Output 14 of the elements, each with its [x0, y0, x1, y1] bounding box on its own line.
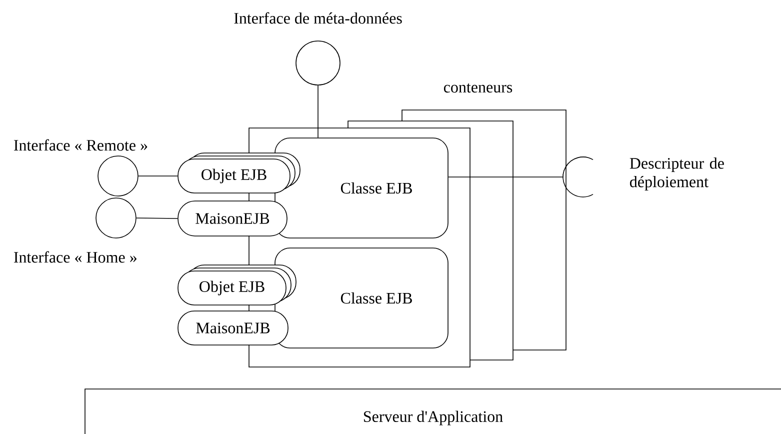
descriptor-label: Descripteur de déploiement [630, 158, 724, 190]
home-pill: MaisonEJB [178, 310, 288, 346]
interface-label: Interface « Remote » [14, 139, 148, 151]
interface-label: Interface « Home » [14, 251, 136, 263]
class-box: Classe EJB [274, 248, 448, 348]
class-box: Classe EJB [274, 138, 448, 238]
connector-line [448, 176, 564, 178]
interface-label: Interface de méta-données [234, 12, 402, 24]
home-pill: MaisonEJB [178, 200, 288, 236]
object-pill: Objet EJB [178, 152, 300, 194]
object-pill: Objet EJB [178, 264, 296, 306]
interface-label: conteneurs [444, 83, 512, 93]
connector-line [136, 218, 178, 219]
server-box: Serveur d'Application [84, 388, 781, 434]
